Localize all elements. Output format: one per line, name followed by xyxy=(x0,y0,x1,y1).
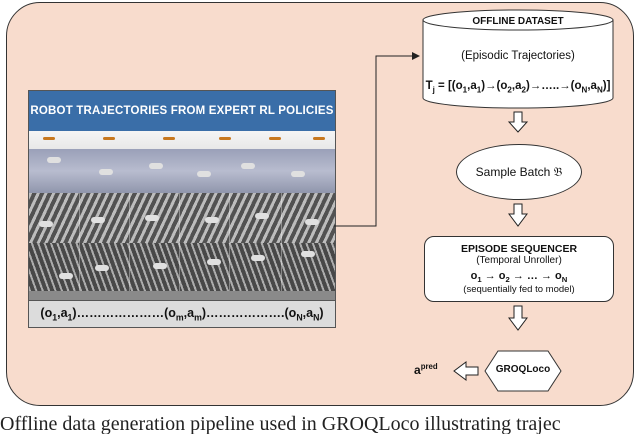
robot-sprite xyxy=(99,169,113,175)
terrain-texture xyxy=(29,243,335,291)
robot-sprite xyxy=(43,137,55,140)
robot-trajectories-image: ROBOT TRAJECTORIES FROM EXPERT RL POLICI… xyxy=(28,90,336,328)
robot-sprite xyxy=(39,221,53,227)
frame-divider xyxy=(281,193,282,243)
robot-sprite xyxy=(241,163,255,169)
robot-sprite xyxy=(163,137,175,140)
groqloco-label: GROQLoco xyxy=(495,364,551,375)
robot-sprite xyxy=(47,157,61,163)
frame-divider xyxy=(129,243,130,291)
arrow-batch-to-sequencer xyxy=(508,203,528,227)
arrow-model-to-output xyxy=(453,361,479,381)
robot-sprite xyxy=(313,137,325,140)
frame-divider xyxy=(229,193,230,243)
terrain-texture xyxy=(29,193,335,243)
frame-divider xyxy=(179,193,180,243)
dataset-cylinder-shape xyxy=(422,9,614,109)
robot-sprite xyxy=(251,255,265,261)
offline-dataset-node: OFFLINE DATASET (Episodic Trajectories) … xyxy=(420,8,616,110)
robot-sprite xyxy=(269,137,281,140)
robot-sprite xyxy=(255,213,269,219)
robot-sprite xyxy=(291,171,305,177)
sequencer-note: (sequentially fed to model) xyxy=(463,284,575,296)
sample-batch-label: Sample Batch 𝔅 xyxy=(475,164,563,179)
frame-divider xyxy=(179,243,180,291)
episode-sequencer-node: EPISODE SEQUENCER (Temporal Unroller) o1… xyxy=(424,236,614,302)
frame-divider xyxy=(129,193,130,243)
trajectory-sequence-label: (o1,a1)…………………(om,am)……………….(oN,aN) xyxy=(29,300,335,327)
robot-sprite xyxy=(149,163,163,169)
arrow-trajectories-to-dataset xyxy=(334,52,420,227)
robot-sprite xyxy=(305,219,319,225)
robot-sprite xyxy=(219,137,231,140)
robot-sprite xyxy=(145,215,159,221)
sequencer-title: EPISODE SEQUENCER xyxy=(460,243,578,255)
sequencer-chain: o1 → o2 → … → oN xyxy=(470,270,568,285)
arrow-sequencer-to-model xyxy=(508,305,528,331)
sequencer-subtitle: (Temporal Unroller) xyxy=(476,255,562,266)
robot-sprite xyxy=(197,171,211,177)
trajectories-title: ROBOT TRAJECTORIES FROM EXPERT RL POLICI… xyxy=(29,91,335,131)
trajectory-strip-cheetah xyxy=(29,131,335,149)
groqloco-node: GROQLoco xyxy=(484,350,562,392)
robot-sprite xyxy=(91,217,105,223)
trajectory-sequence-text: (o1,a1)…………………(om,am)……………….(oN,aN) xyxy=(40,305,324,323)
robot-sprite xyxy=(59,273,73,279)
frame-divider xyxy=(79,243,80,291)
figure-caption: Offline data generation pipeline used in… xyxy=(0,413,561,434)
dataset-formula: Tj = [(o1,a1)→(o2,a2)→…..→(oN,aN)] xyxy=(425,80,611,95)
frame-divider xyxy=(79,193,80,243)
robot-sprite xyxy=(153,263,167,269)
trajectory-strip-quadruped xyxy=(29,149,335,193)
trajectory-strip-terrain-a xyxy=(29,193,335,243)
frame-divider xyxy=(229,243,230,291)
arrow-dataset-to-batch xyxy=(507,111,529,133)
robot-sprite xyxy=(103,137,115,140)
robot-sprite xyxy=(207,259,221,265)
dataset-subtitle: (Episodic Trajectories) xyxy=(461,50,575,62)
trajectory-strip-terrain-b xyxy=(29,243,335,291)
groqloco-hexagon-shape xyxy=(484,350,562,392)
robot-sprite xyxy=(205,217,219,223)
sample-batch-node: Sample Batch 𝔅 xyxy=(456,144,582,200)
dataset-title: OFFLINE DATASET xyxy=(472,16,564,27)
frame-divider xyxy=(281,243,282,291)
robot-sprite xyxy=(301,251,315,257)
robot-sprite xyxy=(95,265,109,271)
output-action-label: apred xyxy=(414,362,438,377)
